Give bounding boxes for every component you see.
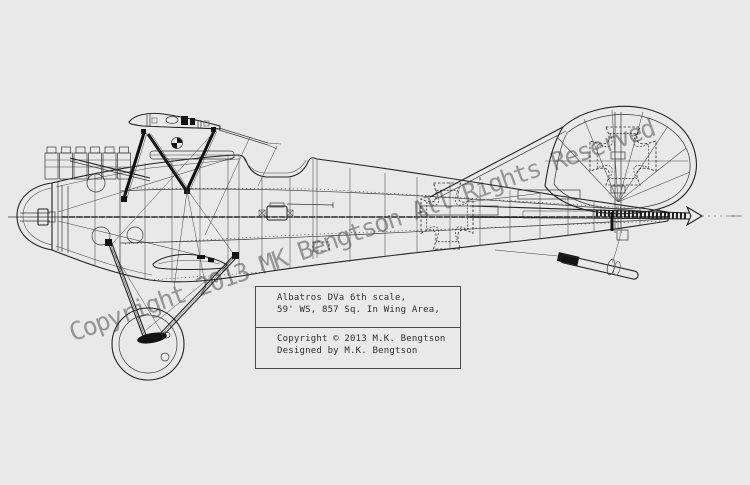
propeller-hub	[20, 208, 56, 226]
credit-line-1: Copyright © 2013 M.K. Bengtson	[277, 334, 446, 344]
spec-line-1: Albatros DVa 6th scale,	[277, 293, 407, 303]
cabane-struts	[111, 127, 282, 289]
title-block-spec-section: Albatros DVa 6th scale, 59' WS, 857 Sq. …	[256, 287, 460, 328]
fuselage-outline	[51, 154, 669, 283]
title-block-credit-section: Copyright © 2013 M.K. Bengtson Designed …	[256, 328, 460, 369]
iron-cross-fuselage-marking	[420, 182, 474, 250]
fuselage-stations	[94, 154, 641, 282]
iron-cross-rudder-marking	[589, 126, 657, 186]
top-wing-airfoil	[128, 112, 221, 130]
tailplane	[419, 189, 704, 227]
rudder	[429, 105, 697, 233]
center-of-gravity-icon	[171, 137, 183, 149]
nose-spinner	[16, 182, 59, 251]
tail-skid	[494, 229, 639, 280]
nose-panels	[57, 156, 236, 259]
servo-and-pushrod	[258, 202, 334, 252]
wheel	[111, 307, 185, 381]
spec-line-2: 59' WS, 857 Sq. In Wing Area,	[277, 304, 440, 315]
longerons	[119, 187, 669, 281]
lower-wing-root	[152, 253, 228, 271]
title-block: Albatros DVa 6th scale, 59' WS, 857 Sq. …	[255, 286, 461, 369]
credit-line-2: Designed by M.K. Bengtson	[277, 345, 418, 356]
landing-gear	[105, 239, 239, 344]
engine-cylinders	[44, 146, 151, 272]
